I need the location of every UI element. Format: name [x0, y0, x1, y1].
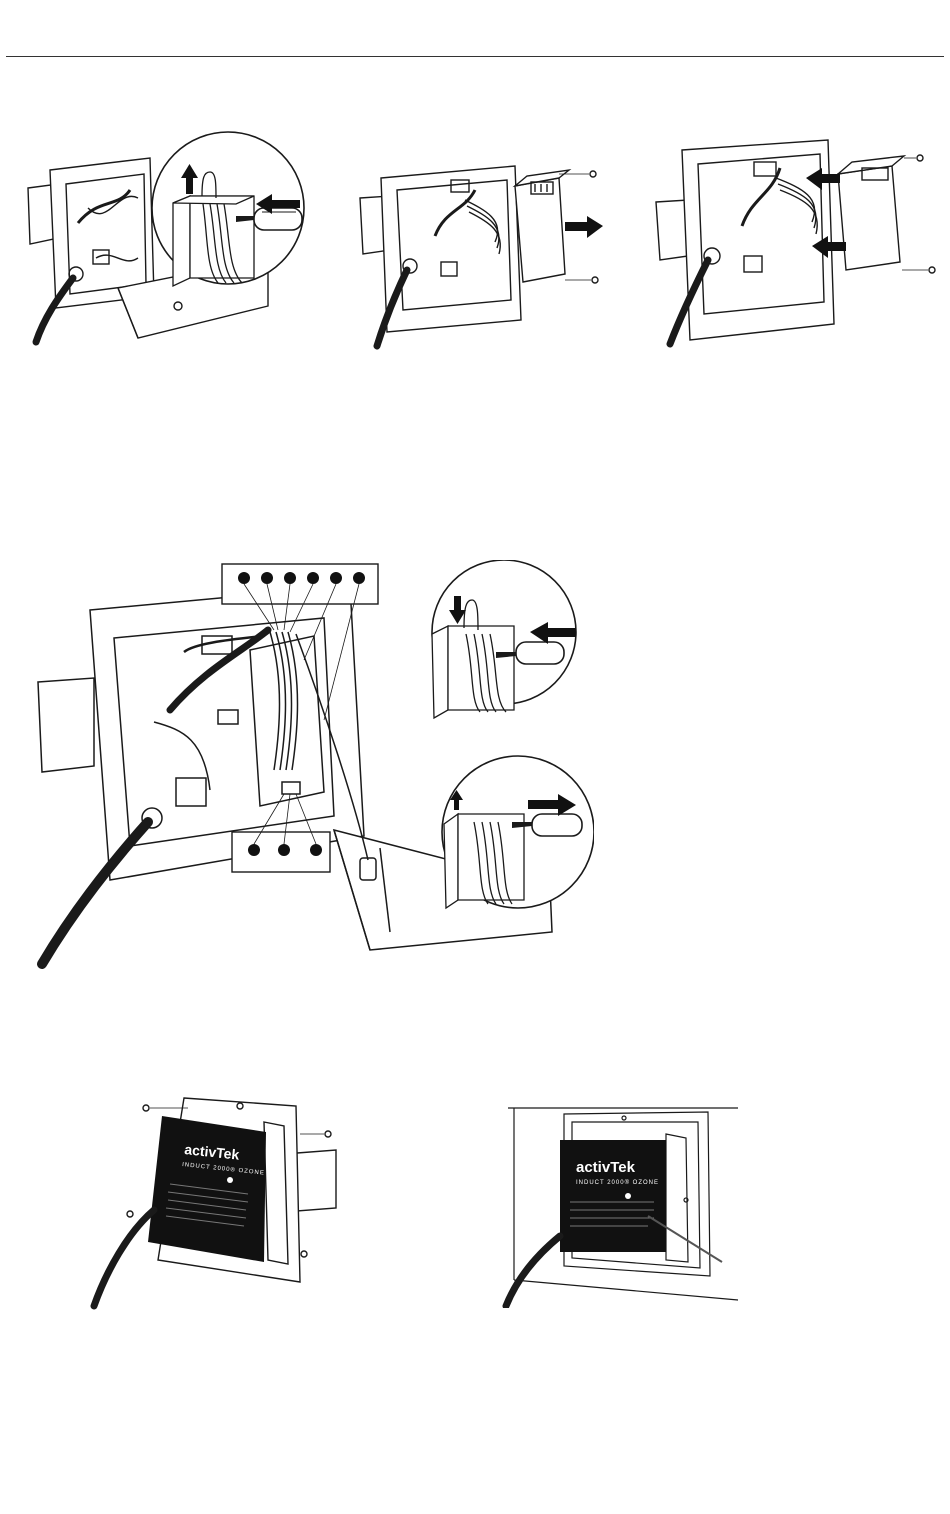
- figure-remove-terminal-wires: [18, 128, 318, 348]
- figure-installed-unit: activTek INDUCT 2000® OZONE: [498, 1104, 744, 1308]
- brand-logo: activTek: [576, 1159, 636, 1176]
- figure-wiring-connections: [34, 560, 594, 970]
- model-name: INDUCT 2000® OZONE: [576, 1179, 659, 1186]
- product-faceplate: activTek INDUCT 2000® OZONE: [560, 1140, 666, 1252]
- figure-attach-cover: activTek INDUCT 2000® OZONE: [88, 1092, 348, 1312]
- figure-slide-out-generator: [355, 150, 615, 350]
- header-rule: [6, 56, 944, 57]
- arrow-right-icon: [565, 216, 603, 238]
- figure-reinsert-generator: [652, 138, 944, 348]
- product-faceplate: activTek INDUCT 2000® OZONE: [148, 1116, 266, 1262]
